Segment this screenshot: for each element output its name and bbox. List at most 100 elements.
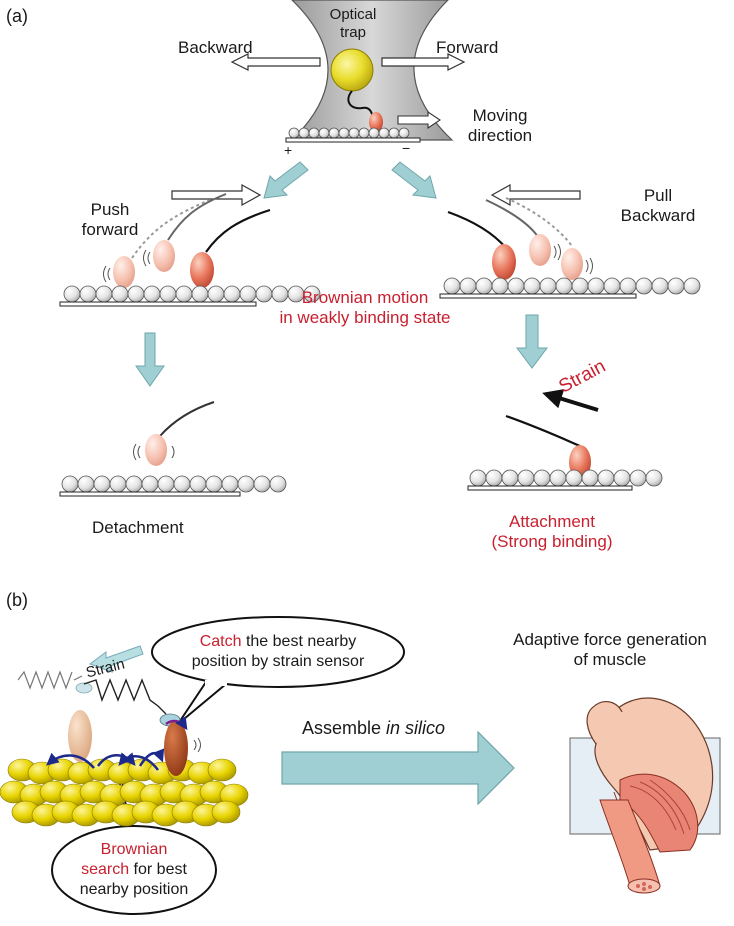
catch-text: Catch the best nearby position by strain… — [160, 632, 396, 672]
actin-monomer — [469, 469, 487, 487]
actin-monomer — [603, 277, 621, 295]
actin-monomer — [645, 469, 663, 487]
search-word: search — [81, 861, 130, 878]
plus-end-label: + — [284, 142, 293, 158]
actin-monomer — [629, 469, 647, 487]
actin-monomer — [485, 469, 503, 487]
actin-monomer — [587, 277, 605, 295]
actin-monomer — [597, 469, 615, 487]
actin-monomer — [303, 285, 321, 303]
actin-monomer — [237, 475, 255, 493]
optical-trap-line1: Optical — [329, 6, 377, 23]
pull-backward-arrow — [490, 183, 581, 207]
optical-trap-line2: trap — [340, 24, 366, 41]
brownian-line2: in weakly binding state — [279, 308, 451, 327]
actin-monomer — [539, 277, 557, 295]
actin-monomer — [141, 475, 159, 493]
search-line1: Brownian — [100, 841, 168, 858]
actin-monomer — [348, 127, 360, 139]
actin-yellow-mass — [0, 758, 249, 827]
actin-monomer — [491, 277, 509, 295]
teal-arrow-down-right — [516, 314, 548, 369]
attachment-line2: (Strong binding) — [491, 532, 613, 551]
actin-monomer — [507, 277, 525, 295]
actin-monomer — [398, 127, 410, 139]
actin-monomer — [667, 277, 685, 295]
actin-monomer — [191, 285, 209, 303]
adaptive-line1: Adaptive force generation — [513, 630, 707, 649]
actin-monomer — [635, 277, 653, 295]
push-forward-label: Push forward — [70, 200, 150, 240]
search-text: Brownian search for best nearby position — [56, 840, 212, 900]
actin-monomer — [308, 127, 320, 139]
actin-monomer — [501, 469, 519, 487]
brownian-motion-label: Brownian motion in weakly binding state — [266, 288, 464, 328]
detachment-label: Detachment — [92, 518, 184, 537]
actin-monomer — [318, 127, 330, 139]
actin-monomer — [143, 285, 161, 303]
backward-arrow — [230, 53, 321, 71]
catch-word: Catch — [199, 633, 242, 650]
pull-line2: Backward — [620, 206, 696, 225]
backward-label: Backward — [178, 38, 253, 57]
panel-b-label: (b) — [6, 590, 28, 610]
actin-monomer — [95, 285, 113, 303]
spring-right — [83, 678, 167, 715]
push-line2: forward — [81, 220, 139, 239]
actin-yellow-monomer — [211, 800, 241, 824]
actin-monomer — [77, 475, 95, 493]
actin-monomer — [651, 277, 669, 295]
actin-monomer — [79, 285, 97, 303]
minus-end-label: − — [402, 140, 411, 156]
actin-monomer — [125, 475, 143, 493]
optical-trap-label: Optical trap — [300, 6, 406, 42]
search-line3: nearby position — [79, 881, 189, 898]
actin-filament-detachment — [61, 475, 287, 493]
teal-arrow-down-left — [135, 332, 165, 387]
actin-filament-right — [443, 277, 701, 295]
assemble-in-silico-label: Assemble in silico — [302, 718, 445, 738]
actin-monomer — [475, 277, 493, 295]
actin-yellow-monomer — [207, 758, 237, 782]
actin-monomer — [157, 475, 175, 493]
actin-monomer — [571, 277, 589, 295]
trap-myosin-head — [369, 112, 383, 132]
actin-monomer — [378, 127, 390, 139]
actin-monomer — [565, 469, 583, 487]
attachment-line1: Attachment — [509, 512, 595, 531]
actin-monomer — [127, 285, 145, 303]
moving-direction-label: Moving direction — [450, 106, 550, 146]
strain-arrow — [542, 389, 599, 412]
actin-monomer — [523, 277, 541, 295]
actin-monomer — [683, 277, 701, 295]
actin-monomer — [368, 127, 380, 139]
trap-bead — [330, 48, 374, 92]
adaptive-line2: of muscle — [573, 650, 647, 669]
actin-monomer — [338, 127, 350, 139]
actin-monomer — [173, 475, 191, 493]
actin-monomer — [159, 285, 177, 303]
actin-monomer — [358, 127, 370, 139]
actin-monomer — [298, 127, 310, 139]
actin-monomer — [61, 475, 79, 493]
actin-monomer — [253, 475, 271, 493]
push-line1: Push — [90, 200, 130, 219]
searching-motor — [68, 710, 92, 762]
search-speech-bubble — [51, 825, 217, 915]
actin-monomer — [109, 475, 127, 493]
search-line2-rest: for best — [129, 861, 187, 878]
forward-label: Forward — [436, 38, 499, 57]
actin-monomer — [533, 469, 551, 487]
teal-arrow-left-diag — [263, 161, 309, 199]
actin-monomer — [189, 475, 207, 493]
actin-monomer — [63, 285, 81, 303]
moving-line1: Moving — [472, 106, 528, 125]
actin-monomer — [328, 127, 340, 139]
teal-arrow-right-diag — [391, 161, 437, 199]
actin-monomer — [613, 469, 631, 487]
actin-monomer — [549, 469, 567, 487]
actin-monomer — [619, 277, 637, 295]
detachment-motor — [133, 401, 215, 466]
actin-monomer — [388, 127, 400, 139]
